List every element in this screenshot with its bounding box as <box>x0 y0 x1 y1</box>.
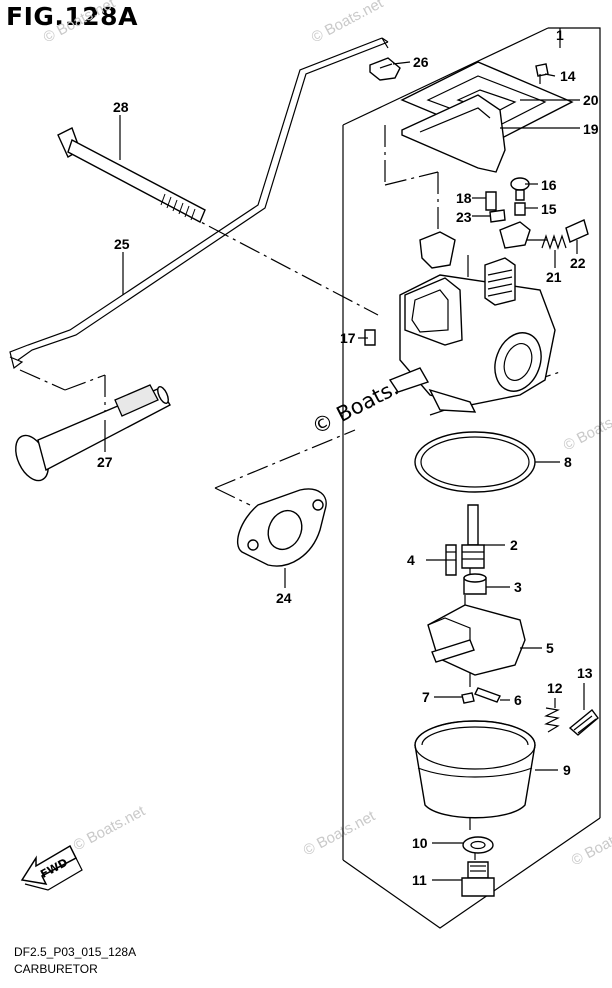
callout-numbers: 1 14 26 20 19 16 18 15 23 21 22 17 28 25… <box>97 27 599 888</box>
clip-26 <box>369 57 401 81</box>
callout-22: 22 <box>570 255 586 271</box>
callout-14: 14 <box>560 68 576 84</box>
washer-10 <box>462 836 494 854</box>
gasket-24 <box>237 488 327 567</box>
choke-plunger-27 <box>15 384 171 482</box>
main-nozzle-2 <box>461 504 485 569</box>
small-screws <box>485 63 549 223</box>
callout-15: 15 <box>541 201 557 217</box>
callout-4: 4 <box>407 552 415 568</box>
plates-19-20 <box>400 61 574 173</box>
assembly-boundary <box>342 27 601 929</box>
drain-bolt-11 <box>461 861 495 897</box>
callout-17: 17 <box>340 330 356 346</box>
callout-24: 24 <box>276 590 292 606</box>
spring-12-screw-13 <box>544 707 599 736</box>
fwd-arrow-icon: FWD <box>20 844 83 891</box>
callout-23: 23 <box>456 209 472 225</box>
callout-28: 28 <box>113 99 129 115</box>
callout-leaders <box>104 61 585 881</box>
float-bowl-9 <box>414 720 536 819</box>
callout-5: 5 <box>546 640 554 656</box>
carburetor-body <box>364 221 556 413</box>
figure-title: FIG.128A <box>6 2 138 31</box>
float-pin-6-clip-7 <box>461 687 501 704</box>
bolt-28 <box>57 127 206 223</box>
callout-20: 20 <box>583 92 599 108</box>
diagram-caption: CARBURETOR <box>14 962 98 976</box>
callout-21: 21 <box>546 269 562 285</box>
jets-3-4 <box>445 544 487 595</box>
callout-16: 16 <box>541 177 557 193</box>
callout-25: 25 <box>114 236 130 252</box>
callout-8: 8 <box>564 454 572 470</box>
o-ring-8 <box>414 431 536 493</box>
callout-10: 10 <box>412 835 428 851</box>
callout-1: 1 <box>556 27 564 43</box>
rod-25 <box>9 37 389 370</box>
float-5 <box>427 604 526 676</box>
drawing-code: DF2.5_P03_015_128A <box>14 945 137 959</box>
callout-11: 11 <box>412 872 427 888</box>
callout-2: 2 <box>510 537 518 553</box>
callout-12: 12 <box>547 680 563 696</box>
callout-9: 9 <box>563 762 571 778</box>
callout-6: 6 <box>514 692 522 708</box>
callout-3: 3 <box>514 579 522 595</box>
callout-27: 27 <box>97 454 113 470</box>
callout-26: 26 <box>413 54 429 70</box>
callout-18: 18 <box>456 190 472 206</box>
callout-7: 7 <box>422 689 430 705</box>
callout-19: 19 <box>583 121 599 137</box>
callout-13: 13 <box>577 665 593 681</box>
spring-21-screw-22 <box>541 219 589 250</box>
